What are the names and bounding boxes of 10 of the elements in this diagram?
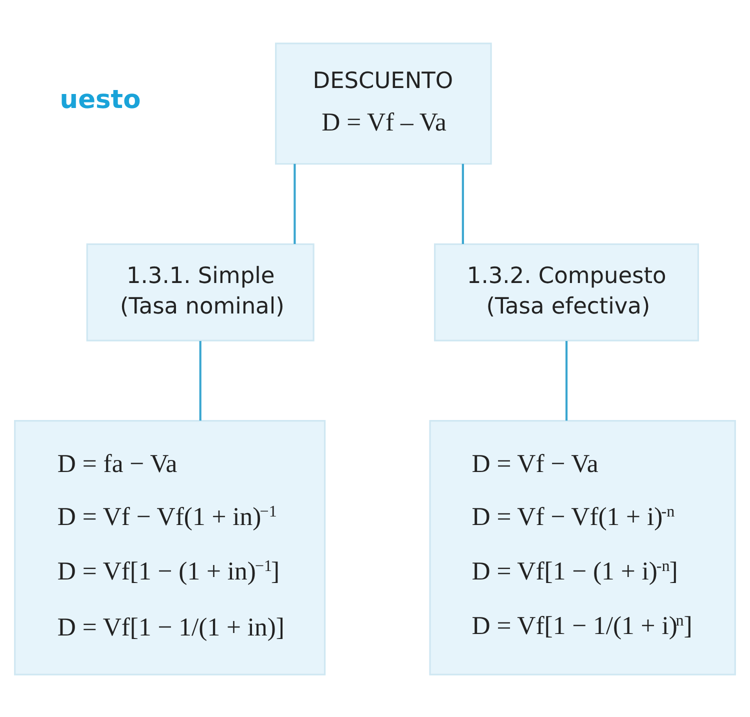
connector xyxy=(462,163,464,244)
node-box: 1.3.1. Simple (Tasa nominal) xyxy=(86,242,314,341)
connector xyxy=(294,163,296,244)
node-box: 1.3.2. Compuesto (Tasa efectiva) xyxy=(434,242,699,341)
connector xyxy=(199,340,202,420)
label: uesto xyxy=(60,84,141,115)
node-box: D = fa − Va D = Vf − Vf(1 + in)$^{−1}$ D = Vf[1 − (1 + in)$^{−1}$] D = Vf[1 − 1/(1 + in)] xyxy=(14,420,326,675)
node-box: DESCUENTO D = Vf – Va xyxy=(275,42,492,164)
node-box: D = Vf − Va D = Vf − Vf(1 + i)$^{-n}$ D = Vf[1 − (1 + i)$^{-n}$] D = Vf[1 − 1/(1 + i)$^{n}$] xyxy=(429,420,736,675)
connector xyxy=(565,340,568,420)
